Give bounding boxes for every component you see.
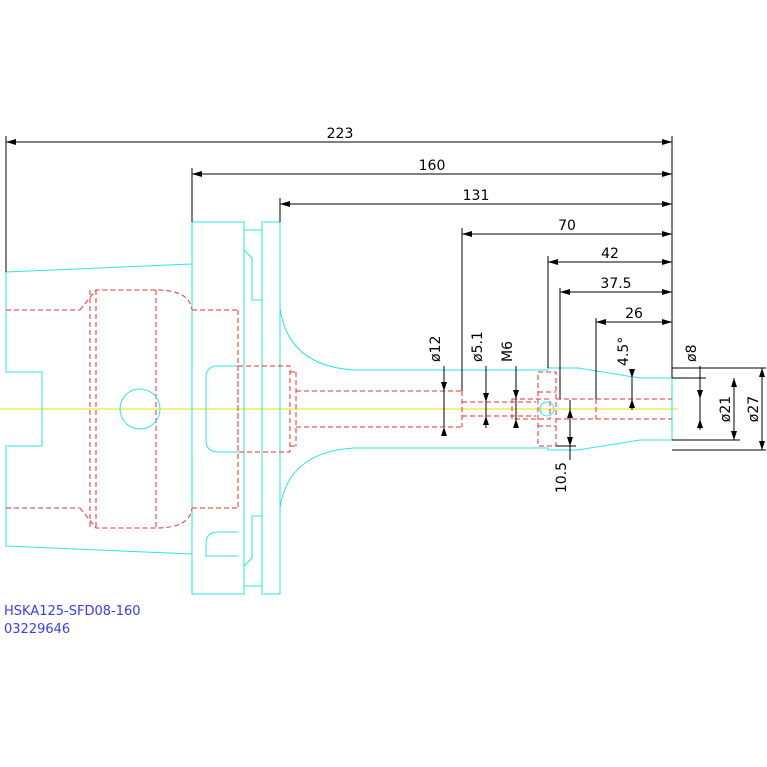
dim-label-70: 70	[558, 218, 576, 234]
dim-label-37-5: 37.5	[600, 276, 631, 292]
part-name: HSKA125-SFD08-160	[4, 604, 141, 619]
dim-label-42: 42	[601, 246, 619, 262]
dim-label-dia-5-1: ø5.1	[470, 331, 486, 362]
hidden-features	[6, 289, 672, 529]
dim-label-dia-12: ø12	[428, 336, 444, 362]
tool-outline	[5, 221, 673, 595]
dim-label-10-5: 10.5	[554, 462, 570, 493]
dim-label-dia-8: ø8	[684, 345, 700, 362]
dim-label-m6: M6	[500, 341, 516, 362]
driving-slot-circle	[119, 388, 161, 430]
dim-label-160: 160	[419, 158, 446, 174]
dim-label-26: 26	[625, 306, 643, 322]
dim-label-taper-angle: 4.5°	[616, 337, 632, 366]
dim-label-dia-27: ø27	[746, 396, 762, 422]
cross-hole-circle	[539, 401, 555, 417]
part-number: 03229646	[4, 622, 71, 637]
diameter-dimensions: ø12 ø5.1 M6 4.5° ø8 ø21 ø27 10.5	[428, 331, 766, 493]
dim-label-223: 223	[327, 126, 354, 142]
length-dimensions: 223 160 131 70 42 37.5 26	[5, 126, 673, 399]
dim-label-dia-21: ø21	[718, 396, 734, 422]
dim-label-131: 131	[463, 188, 490, 204]
